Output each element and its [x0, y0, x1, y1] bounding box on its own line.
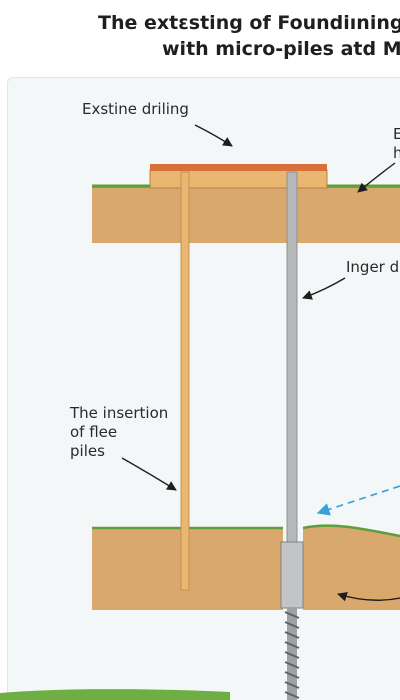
arrow-insertion — [121, 457, 177, 491]
arrow-top-right — [357, 162, 396, 193]
pile-cap-body — [149, 169, 328, 189]
pile-cap — [149, 164, 328, 189]
thread-ridges — [284, 611, 300, 699]
micro-pile-shaft — [286, 171, 298, 543]
label-insertion-line1: The insertion — [70, 404, 169, 422]
upper-soil-layer — [92, 184, 400, 243]
arrow-existing-drilling — [194, 124, 233, 147]
label-insertion-line2: of flee — [70, 423, 118, 441]
timber-pile — [180, 171, 190, 591]
label-existing-drilling: Exstine driling — [82, 100, 189, 118]
title-line-1: The extɛsting of Foundiıning a — [98, 12, 400, 34]
micro-pile-casing — [280, 541, 304, 609]
pile-cap-top — [150, 164, 327, 171]
timber-pile-shaft — [180, 171, 190, 591]
arrow-lower-right — [337, 591, 400, 602]
lower-soil-right — [303, 525, 400, 610]
label-top-right-line1: E — [393, 125, 400, 143]
lower-grass-line-right — [302, 524, 400, 538]
title-line-2: with micro-piles atd Mic — [162, 38, 400, 60]
micro-pile — [280, 171, 304, 700]
label-inger: Inger d — [346, 258, 400, 276]
dashed-arrow — [316, 485, 400, 516]
arrow-inger — [302, 277, 346, 300]
upper-soil-block — [92, 186, 400, 243]
bottom-ground-strip — [0, 689, 230, 700]
label-top-right-line2: h — [393, 144, 400, 162]
label-insertion-line3: piles — [70, 442, 105, 460]
